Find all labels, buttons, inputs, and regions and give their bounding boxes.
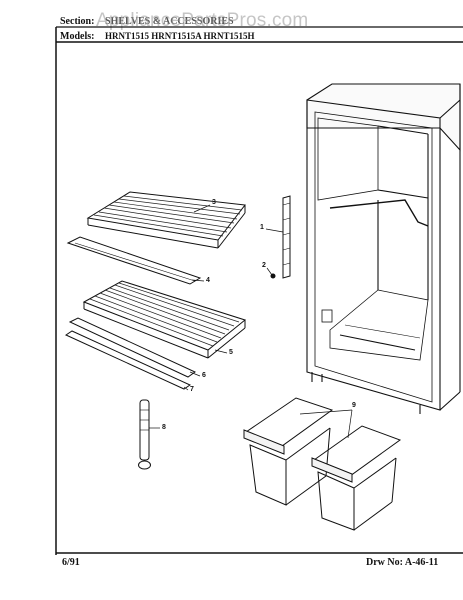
callout-2: 2 <box>262 262 266 269</box>
crisper-drawer-left <box>243 397 334 506</box>
callout-3: 3 <box>212 199 216 206</box>
wire-shelf-upper <box>86 191 246 249</box>
callout-7: 7 <box>190 386 194 393</box>
callout-5: 5 <box>229 349 233 356</box>
shelf-trim-6 <box>68 317 196 378</box>
leader-lines <box>149 204 353 439</box>
section-label: Section: <box>60 16 95 27</box>
wire-shelf-upper-rods <box>93 195 243 237</box>
watermark: AppliancePartsPros.com <box>96 10 309 31</box>
callout-9: 9 <box>352 402 356 409</box>
refrigerator-cabinet <box>306 83 461 414</box>
callout-1: 1 <box>260 224 264 231</box>
shelf-trim-4 <box>66 236 202 285</box>
footer-date: 6/91 <box>62 557 80 568</box>
callout-4: 4 <box>206 277 210 284</box>
crisper-drawer-right <box>311 425 402 531</box>
callout-6: 6 <box>202 372 206 379</box>
section-value: SHELVES & ACCESSORIES <box>105 16 234 27</box>
footer-drawing-number: Drw No: A-46-11 <box>366 557 439 568</box>
models-label: Models: <box>60 31 95 42</box>
wire-shelf-lower <box>82 280 247 359</box>
wire-shelf-lower-rods <box>89 282 240 347</box>
callout-8: 8 <box>162 424 166 431</box>
shelf-trim-7 <box>64 330 192 390</box>
shelf-support-1 <box>282 195 291 279</box>
models-value: HRNT1515 HRNT1515A HRNT1515H <box>105 31 255 41</box>
part-8 <box>138 399 151 470</box>
